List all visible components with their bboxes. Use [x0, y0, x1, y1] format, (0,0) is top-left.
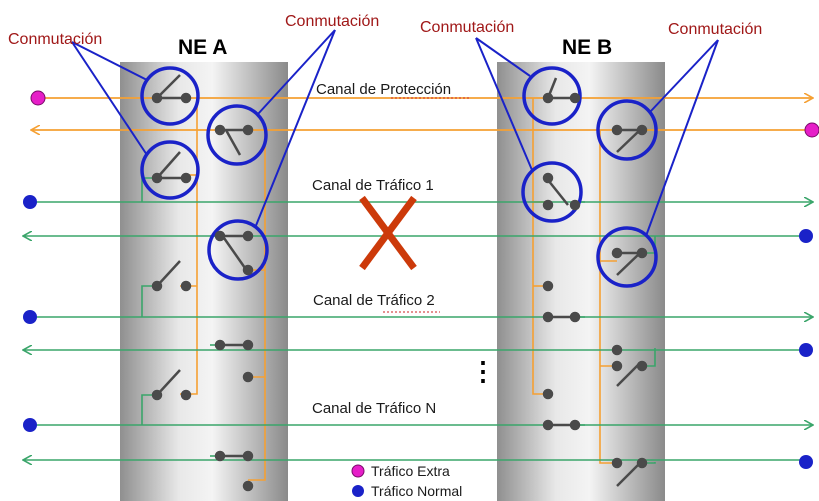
- legend-extra-dot: [351, 464, 365, 478]
- switch-icon: [611, 457, 648, 487]
- conmutacion-label-3: Conmutación: [420, 19, 514, 36]
- cross-icon: [359, 195, 417, 271]
- circled-switch-1-ne-a: [140, 66, 200, 126]
- conmutacion-label-1: Conmutación: [8, 31, 102, 48]
- circled-switch-4-ne-a: [207, 219, 269, 281]
- switch-icon: [214, 450, 254, 492]
- legend-normal-label: Tráfico Normal: [371, 483, 462, 499]
- ne-a-title: NE A: [178, 36, 227, 59]
- ellipsis-vertical: ⋮: [470, 356, 496, 386]
- switch-icon: [214, 339, 254, 383]
- normal-traffic-dot: [799, 455, 813, 469]
- extra-traffic-dot-right: [804, 122, 819, 138]
- ne-a-body: [120, 62, 288, 501]
- ne-b-title: NE B: [562, 36, 612, 59]
- circled-switch-4-ne-b: [596, 226, 658, 288]
- circled-switch-3-ne-a: [206, 104, 268, 166]
- normal-traffic-dot: [23, 195, 37, 209]
- legend-normal-dot: [352, 485, 364, 497]
- switch-icon: [151, 369, 192, 401]
- switch-icon: [542, 388, 581, 431]
- switch-icon: [542, 280, 581, 323]
- channel-label-trafico-n: Canal de Tráfico N: [312, 400, 436, 417]
- normal-traffic-dot: [799, 229, 813, 243]
- circled-switch-2-ne-b: [521, 161, 583, 223]
- channel-label-trafico-1: Canal de Tráfico 1: [312, 177, 434, 194]
- circled-switch-2-ne-a: [140, 140, 200, 200]
- conmutacion-label-4: Conmutación: [668, 21, 762, 38]
- normal-traffic-dot: [23, 310, 37, 324]
- channel-label-proteccion: Canal de Protección: [316, 81, 451, 98]
- extra-traffic-dot-left: [30, 90, 46, 106]
- normal-traffic-dot: [23, 418, 37, 432]
- callout-lines: [71, 29, 719, 237]
- circled-switch-3-ne-b: [596, 99, 658, 161]
- switch-icon: [611, 344, 648, 387]
- legend-extra-label: Tráfico Extra: [371, 463, 450, 479]
- circled-switch-1-ne-b: [522, 66, 582, 126]
- normal-traffic-dot: [799, 343, 813, 357]
- conmutacion-label-2: Conmutación: [285, 13, 379, 30]
- ne-b-body: [497, 62, 665, 501]
- switch-icon: [151, 260, 192, 292]
- channel-label-trafico-2: Canal de Tráfico 2: [313, 292, 435, 309]
